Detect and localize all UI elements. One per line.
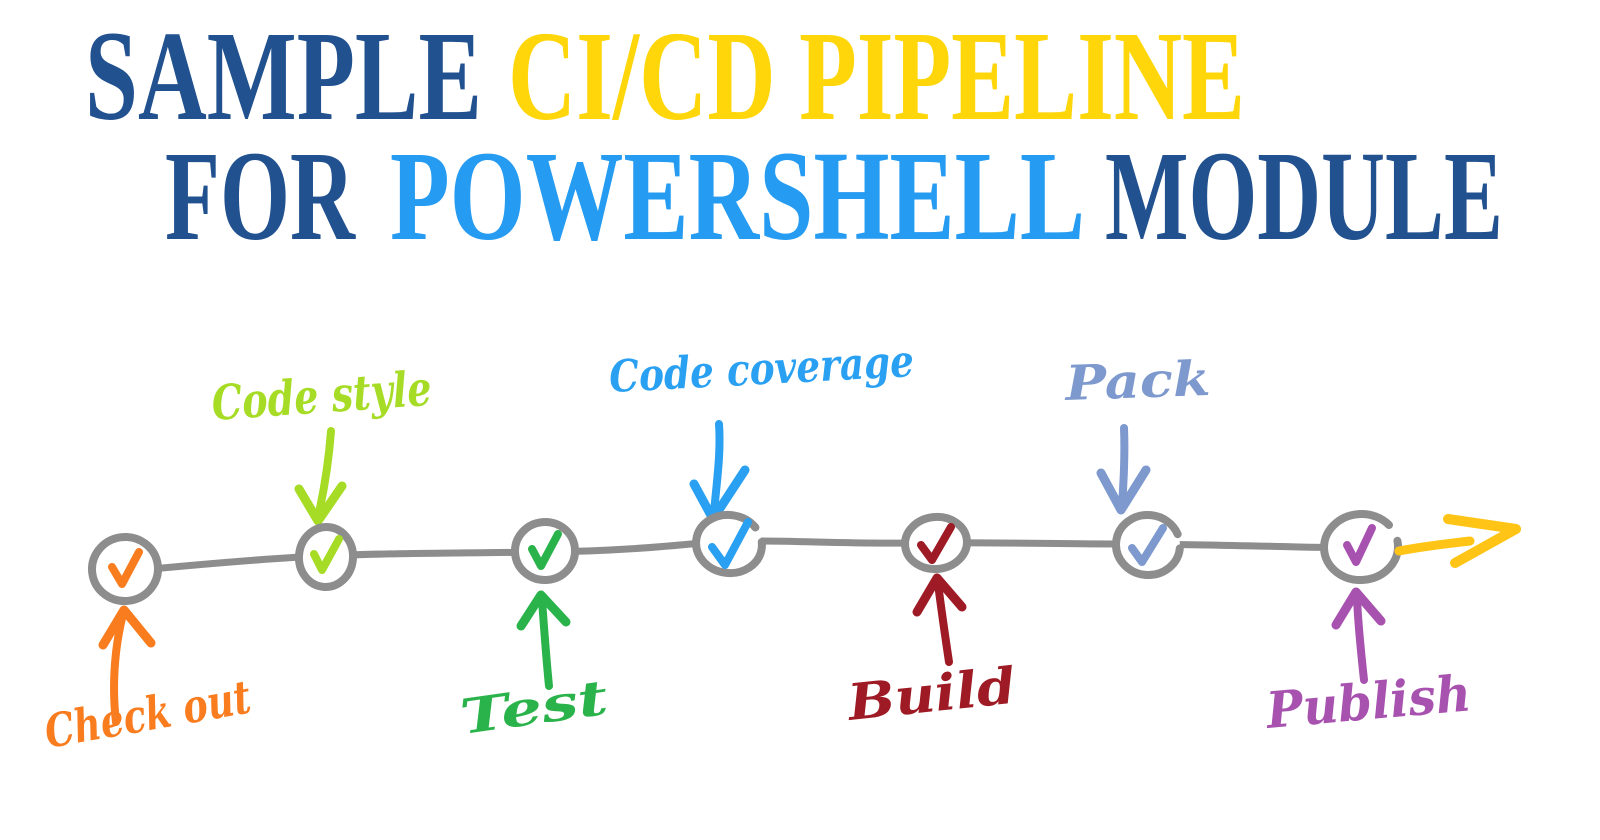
stage-node-circle (692, 510, 766, 578)
right-arrow-shaft (1394, 536, 1475, 556)
stage-label: Code style (210, 361, 433, 432)
down-arrow-shaft (315, 427, 335, 517)
up-arrow-icon (98, 605, 156, 650)
check-icon (310, 535, 343, 574)
title-word-for: FOR (165, 125, 356, 267)
title-word-powershell: POWERSHELL (390, 125, 1085, 267)
stage-label: Pack (1062, 351, 1211, 412)
stage-label: Code coverage (608, 336, 915, 403)
up-arrow-icon (516, 590, 571, 631)
title-word-sample: SAMPLE (85, 5, 482, 147)
stage-label: Check out (41, 670, 255, 759)
check-icon (1128, 524, 1167, 566)
up-arrow-shaft (1353, 593, 1368, 684)
diagram-title: SAMPLE CI/CD PIPELINE FOR POWERSHELL MOD… (85, 5, 1503, 267)
title-words-cicd-pipeline: CI/CD PIPELINE (508, 5, 1245, 147)
check-icon (108, 548, 143, 588)
stage-label: Test (457, 670, 611, 746)
up-arrow-shaft (110, 610, 127, 726)
stage-pack: Pack (1062, 351, 1211, 580)
down-arrow-icon (1096, 465, 1151, 515)
pipeline-end-arrow (1394, 514, 1521, 568)
up-arrow-shaft (934, 579, 953, 666)
down-arrow-icon (294, 481, 347, 526)
stage-label: Publish (1262, 663, 1473, 740)
title-word-module: MODULE (1105, 125, 1503, 267)
stage-node-circle (901, 512, 971, 574)
check-icon (528, 530, 562, 570)
up-arrow-shaft (538, 596, 553, 690)
stage-build: Build (843, 512, 1018, 732)
up-arrow-icon (912, 573, 967, 617)
right-arrow-icon (1443, 514, 1521, 568)
stage-check-out: Check out (41, 532, 255, 759)
down-arrow-shaft (1118, 424, 1129, 509)
check-icon (1343, 524, 1376, 566)
up-arrow-icon (1331, 587, 1386, 630)
check-icon (917, 523, 955, 564)
stage-label: Build (843, 656, 1018, 732)
check-icon (708, 518, 752, 569)
stage-node-circle (88, 532, 162, 606)
down-arrow-shaft (710, 420, 724, 516)
